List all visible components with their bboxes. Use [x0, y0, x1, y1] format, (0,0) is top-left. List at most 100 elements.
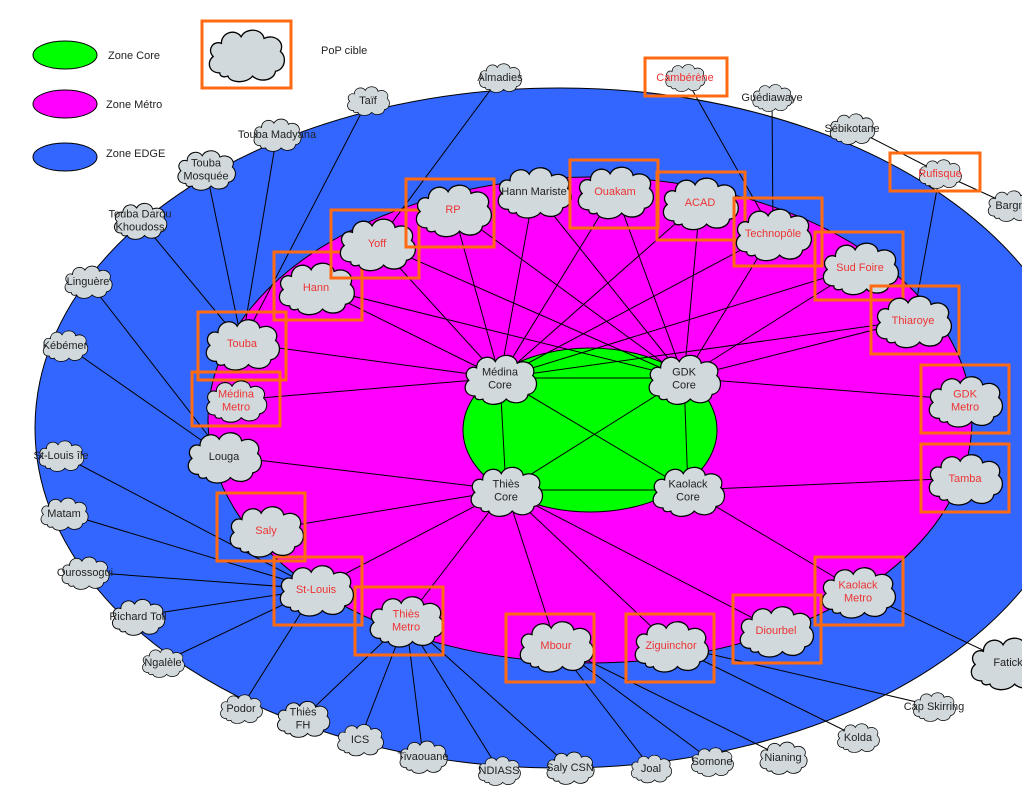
legend: Zone Core Zone Métro Zone EDGE PoP cible [32, 19, 367, 172]
node-joal[interactable]: Joal [630, 754, 673, 784]
node-podor[interactable]: Podor [220, 694, 263, 724]
node-taif[interactable]: Taïf [346, 86, 391, 116]
node-hann-mariste[interactable]: Hann Mariste [497, 167, 573, 219]
node-touba[interactable]: Touba [196, 310, 288, 382]
node-kolda[interactable]: Kolda [837, 723, 880, 753]
node-label: Technopôle [745, 228, 801, 240]
target-pop-box [655, 170, 747, 242]
node-ndiass[interactable]: NDIASS [478, 756, 521, 786]
legend-core-swatch [32, 40, 98, 70]
node-rufisque[interactable]: Rufisque [888, 151, 982, 193]
link-louga-thies-core [223, 455, 507, 491]
legend-target-label: PoP cible [321, 45, 367, 57]
node-diourbel[interactable]: Diourbel [731, 593, 823, 665]
node-label: RP [445, 204, 460, 216]
node-sud-foire[interactable]: Sud Foire [813, 230, 905, 302]
node-guediawaye[interactable]: Guédiawaye [741, 83, 803, 112]
node-label: St-Louis île [33, 450, 88, 462]
target-pop-box [919, 363, 1011, 435]
node-cap-skirring[interactable]: Cap Skirring [904, 692, 965, 722]
node-st-louis-ile[interactable]: St-Louis île [33, 440, 89, 472]
target-pop-box [353, 585, 445, 657]
link-saly-csn-thies-metro [405, 619, 571, 768]
node-tamba[interactable]: Tamba [919, 442, 1011, 514]
node-saly-csn[interactable]: Saly CSN [546, 751, 595, 785]
node-label: Richard Toll [109, 611, 166, 623]
node-label: Fatick [993, 657, 1022, 669]
node-label: Core [676, 492, 700, 504]
node-saly[interactable]: Saly [215, 491, 307, 563]
link-thiaroye-gdk-core [683, 319, 914, 379]
node-kebemer[interactable]: Kébémer [43, 330, 89, 362]
node-label: Ngalèle [144, 657, 181, 669]
cloud-icon [208, 29, 286, 83]
node-label: Metro [392, 622, 420, 634]
node-somone[interactable]: Somone [691, 747, 734, 777]
node-yoff[interactable]: Yoff [329, 208, 421, 280]
target-pop-box [404, 177, 496, 249]
node-tivaouane[interactable]: Tivaouane [398, 740, 449, 774]
target-pop-box [888, 151, 982, 193]
node-st-louis[interactable]: St-Louis [272, 555, 364, 627]
target-pop-box [731, 593, 823, 665]
node-label: GDK [672, 367, 697, 379]
node-linguere[interactable]: Linguère [64, 265, 113, 299]
node-mbour[interactable]: Mbour [504, 612, 596, 684]
node-label: Ouakam [594, 186, 636, 198]
target-pop-box [813, 230, 905, 302]
node-touba-madyana[interactable]: Touba Madyana [238, 118, 317, 152]
node-label: Saly [255, 525, 277, 537]
node-label: Linguère [67, 276, 110, 288]
link-touba-madyana-touba [241, 133, 278, 344]
node-ourossogui[interactable]: Ourossogui [57, 556, 113, 590]
node-richard-toll[interactable]: Richard Toll [109, 598, 167, 636]
node-ziguinchor[interactable]: Ziguinchor [624, 612, 716, 684]
node-label: Cambérène [656, 72, 713, 84]
node-rp[interactable]: RP [404, 177, 496, 249]
node-ics[interactable]: ICS [337, 724, 384, 757]
node-almadies[interactable]: Almadies [477, 63, 523, 93]
node-acad[interactable]: ACAD [655, 170, 747, 242]
link-hann-gdk-core [315, 286, 685, 379]
link-hann-mariste-gdk-core [533, 190, 685, 379]
node-nianing[interactable]: Nianing [759, 741, 808, 775]
link-mbour-thies-core [505, 489, 557, 646]
node-matam[interactable]: Matam [40, 497, 89, 531]
target-pop-box [643, 56, 729, 98]
node-label: ICS [351, 734, 369, 746]
legend-metro-swatch [32, 89, 98, 119]
node-thiaroye[interactable]: Thiaroye [869, 284, 961, 356]
node-hann[interactable]: Hann [272, 250, 364, 322]
link-sud-foire-medina-core [499, 266, 861, 379]
node-label: Cap Skirring [904, 701, 965, 713]
node-label: Diourbel [756, 625, 797, 637]
link-kebemer-louga [64, 344, 225, 457]
node-fatick[interactable]: Fatick [970, 637, 1022, 691]
node-louga[interactable]: Louga [187, 432, 263, 484]
node-sebikotane[interactable]: Sébikotane [824, 113, 880, 145]
node-label: Kaolack [838, 580, 878, 592]
link-hann-mariste-medina-core [499, 190, 535, 379]
node-label: Thiès [393, 609, 420, 621]
node-label: Médina [218, 389, 255, 401]
node-label: Touba Madyana [238, 129, 317, 141]
node-camberene[interactable]: Cambérène [643, 56, 729, 98]
node-label: Sébikotane [824, 123, 879, 135]
node-ngalele[interactable]: Ngalèle [142, 648, 185, 678]
node-bargny[interactable]: Bargn [987, 190, 1022, 222]
target-pop-box [919, 442, 1011, 514]
node-label: Ourossogui [57, 567, 113, 579]
node-label: Tivaouane [398, 751, 449, 763]
